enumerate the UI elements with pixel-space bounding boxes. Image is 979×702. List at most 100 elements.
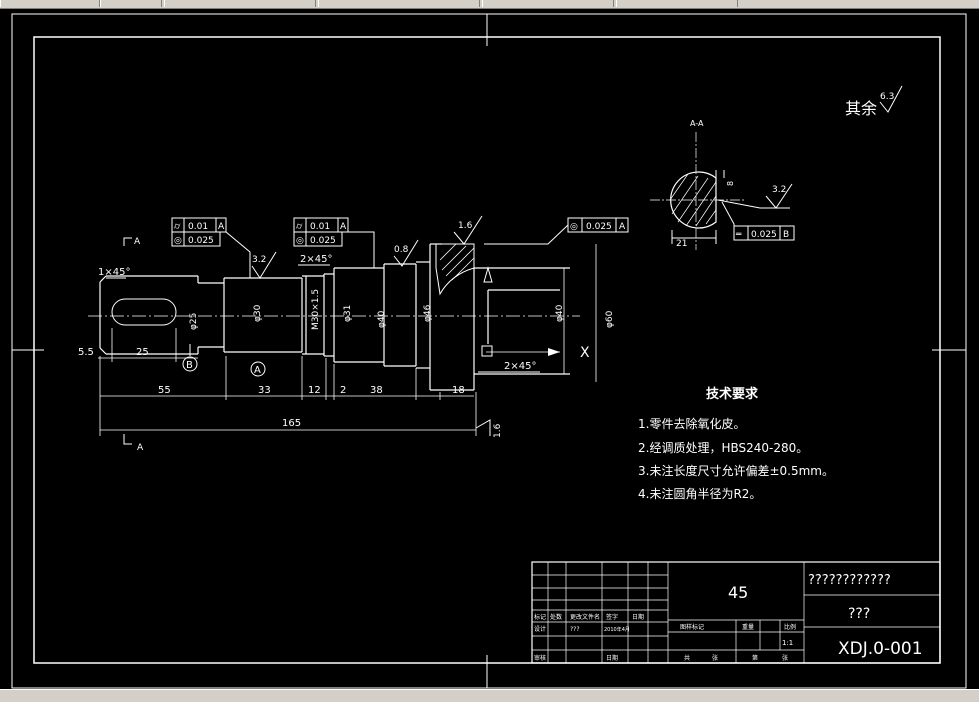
toolbar-strip (0, 0, 979, 9)
svg-text:处数: 处数 (550, 613, 562, 621)
chamfer-left: 1×45° (98, 267, 130, 278)
svg-text:第: 第 (752, 654, 758, 662)
dia-31: φ31 (343, 305, 353, 322)
gdt-frame-1: ⌭ 0.01 A ◎ 0.025 (171, 217, 251, 278)
tb-code: XDJ.0-001 (838, 639, 923, 659)
arrow-head (548, 348, 560, 356)
dim-12: 12 (308, 385, 321, 396)
dia-25: φ25 (189, 313, 199, 330)
svg-text:0.01: 0.01 (310, 222, 330, 232)
svg-text:A: A (218, 222, 225, 232)
svg-text:2010年4月: 2010年4月 (604, 626, 630, 633)
svg-text:比例: 比例 (784, 623, 796, 631)
section-roughness: 3.2 (772, 185, 786, 195)
chamfer-right: 2×45° (504, 361, 536, 372)
dim-55: 55 (158, 385, 171, 396)
gdt-frame-2: ⌭ 0.01 A ◎ 0.025 (293, 217, 375, 268)
svg-text:0.8: 0.8 (394, 245, 409, 255)
svg-text:共: 共 (684, 654, 690, 662)
dim-25: 25 (136, 347, 149, 358)
svg-text:更改文件名: 更改文件名 (570, 613, 600, 621)
dia-46: φ46 (423, 304, 433, 322)
shaft-outline (99, 243, 570, 391)
section-label-bottom: A (137, 443, 144, 453)
section-marker-bottom (123, 434, 132, 445)
svg-text:B: B (783, 230, 789, 240)
roughness-other-value: 6.3 (880, 92, 894, 102)
svg-text:0.025: 0.025 (188, 236, 214, 246)
svg-text:张: 张 (782, 654, 788, 662)
outer-frame (11, 13, 967, 689)
toolbar-segment[interactable] (482, 0, 614, 7)
svg-text:A: A (619, 222, 626, 232)
svg-text:A: A (340, 222, 347, 232)
svg-text:0.025: 0.025 (751, 230, 777, 240)
shaft-hatch (435, 243, 475, 296)
svg-text:⌭: ⌭ (174, 222, 181, 232)
section-marker-top (123, 237, 132, 246)
section-label-top: A (134, 237, 141, 247)
tech-item-4: 4.未注圆角半径为R2。 (638, 486, 761, 501)
gdt-frame-3: ◎ 0.025 A (484, 217, 629, 245)
roughness-symbol (879, 85, 903, 113)
svg-text:⌭: ⌭ (296, 222, 303, 232)
svg-text:???: ??? (570, 626, 580, 633)
toolbar-segment[interactable] (164, 0, 316, 7)
keyway-depth: 21 (676, 239, 687, 249)
svg-text:1.6: 1.6 (458, 221, 473, 231)
svg-text:标记: 标记 (534, 613, 546, 621)
dim-165: 165 (282, 418, 301, 429)
dim-18: 18 (452, 385, 465, 396)
svg-text:3.2: 3.2 (252, 255, 266, 265)
toolbar-segment[interactable] (616, 0, 738, 7)
svg-text:图样标记: 图样标记 (680, 623, 704, 631)
svg-text:日期: 日期 (606, 654, 618, 662)
dia-30: φ30 (253, 304, 263, 322)
dim-2: 2 (340, 385, 346, 396)
toolbar-segment[interactable] (100, 0, 162, 7)
title-block: 45 ???????????? ??? XDJ.0-001 1:1 标记 处数 … (531, 561, 941, 664)
tech-item-1: 1.零件去除氧化皮。 (638, 416, 745, 431)
dia-60: φ60 (605, 310, 615, 328)
toolbar-segment[interactable] (318, 0, 480, 7)
svg-text:═: ═ (735, 230, 742, 240)
svg-text:A: A (254, 365, 261, 376)
svg-text:◎: ◎ (570, 222, 578, 232)
status-strip (0, 689, 979, 702)
svg-text:签字: 签字 (606, 613, 618, 621)
svg-text:◎: ◎ (296, 236, 304, 246)
square-mark (481, 345, 493, 357)
tech-item-3: 3.未注长度尺寸允许偏差±0.5mm。 (638, 463, 834, 478)
toolbar-segment[interactable] (0, 0, 100, 7)
datum-b-marker: B (182, 344, 198, 372)
dia-m30: M30×1.5 (311, 289, 321, 330)
svg-text:0.025: 0.025 (586, 222, 612, 232)
tb-part-name: ??? (848, 606, 870, 622)
svg-text:B: B (186, 360, 193, 371)
roughness-other-label: 其余 (845, 99, 877, 118)
arrow-up (483, 266, 493, 283)
roughness-mark-1: 3.2 (251, 251, 277, 279)
dim-38: 38 (370, 385, 383, 396)
tb-company: ???????????? (808, 573, 891, 588)
chamfer-mid: 2×45° (300, 254, 332, 265)
svg-text:张: 张 (712, 654, 718, 662)
svg-text:审核: 审核 (534, 654, 546, 662)
tech-title: 技术要求 (706, 386, 759, 402)
x-mark: X (580, 345, 590, 361)
cad-drawing-canvas[interactable]: 其余 6.3 (0, 9, 979, 689)
dim-33: 33 (258, 385, 271, 396)
tech-item-2: 2.经调质处理，HBS240-280。 (638, 441, 808, 455)
drawing-svg: 其余 6.3 (11, 13, 967, 689)
svg-text:◎: ◎ (174, 236, 182, 246)
section-title: A-A (690, 119, 704, 128)
tb-material: 45 (728, 583, 748, 602)
dia-40-bore: φ40 (555, 304, 565, 322)
svg-text:重量: 重量 (742, 623, 754, 631)
roughness-mark-4: 1.6 (475, 419, 503, 438)
svg-text:设计: 设计 (534, 625, 546, 633)
datum-a-marker: A (250, 361, 266, 377)
keyway-slot (111, 298, 177, 326)
keyway-width: 8 (726, 181, 735, 186)
dimension-lines (98, 244, 597, 436)
